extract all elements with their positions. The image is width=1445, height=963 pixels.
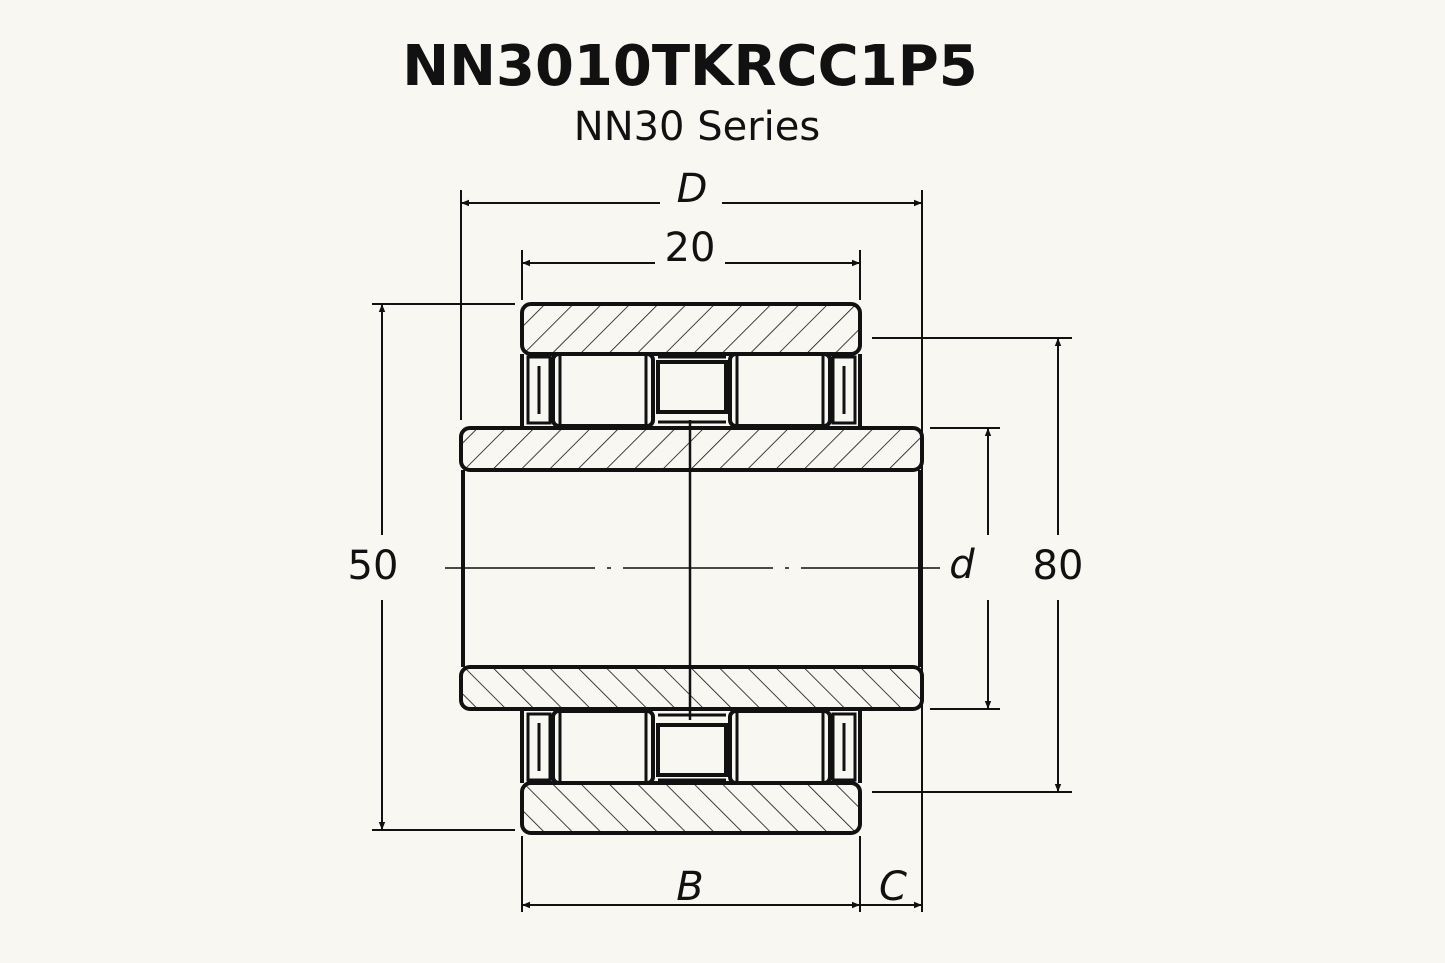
label-20: 20 (665, 225, 716, 271)
bearing-bottom-section (459, 665, 924, 835)
series-subtitle: NN30 Series (574, 104, 820, 150)
dimension-20: 20 (521, 225, 861, 300)
dimension-d-bore: d (930, 427, 1000, 710)
label-c: C (879, 864, 907, 910)
dimension-b-c: B C (521, 836, 922, 912)
label-80: 80 (1033, 543, 1084, 589)
dimension-50: 50 (348, 303, 515, 831)
label-d-bore: d (949, 542, 975, 588)
dimension-80: 80 (872, 337, 1084, 793)
label-b: B (676, 864, 703, 910)
part-number-title: NN3010TKRCC1P5 (402, 34, 977, 99)
label-50: 50 (348, 543, 399, 589)
bearing-top-section (459, 302, 924, 472)
label-d-outer: D (677, 166, 708, 212)
